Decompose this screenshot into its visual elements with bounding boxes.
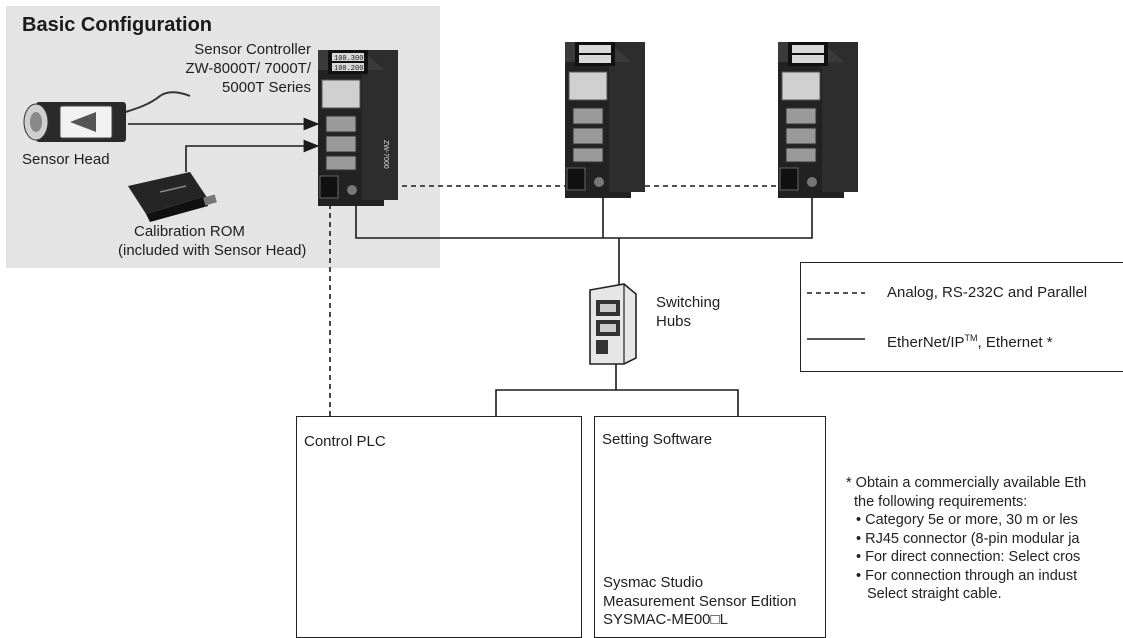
basic-configuration-title: Basic Configuration bbox=[22, 14, 213, 36]
sensor-controller-icon: 100.300 100.200 ZW-7000 bbox=[318, 50, 398, 206]
software-caption: Sysmac Studio Measurement Sensor Edition… bbox=[603, 574, 796, 630]
legend-solid-label-main: EtherNet/IP bbox=[887, 334, 965, 351]
legend-dashed-label: Analog, RS-232C and Parallel bbox=[887, 284, 1088, 301]
calibration-rom-icon bbox=[128, 172, 217, 222]
footnote-line: • For direct connection: Select cros bbox=[856, 549, 1081, 565]
calibration-rom-label-line1: Calibration ROM bbox=[134, 223, 245, 240]
hub-label-line2: Hubs bbox=[656, 313, 692, 330]
footnote-line: • For connection through an indust bbox=[856, 567, 1078, 584]
footnote: * Obtain a commercially available Eth th… bbox=[846, 474, 1086, 604]
hub-label: Switching Hubs bbox=[656, 293, 720, 331]
software-caption-line1: Sysmac Studio bbox=[603, 574, 704, 591]
software-box-title: Setting Software bbox=[602, 431, 713, 448]
svg-text:100.300: 100.300 bbox=[334, 55, 363, 63]
footnote-line: • Category 5e or more, 30 m or les bbox=[856, 512, 1078, 528]
controller-label: Sensor Controller ZW-8000T/ 7000T/ 5000T… bbox=[171, 40, 311, 97]
controller-label-line3: 5000T Series bbox=[222, 79, 311, 96]
sensor-head-label: Sensor Head bbox=[22, 151, 110, 168]
legend-solid-label: EtherNet/IPTM, Ethernet * bbox=[887, 329, 1053, 352]
ethernet-line-main bbox=[355, 178, 813, 239]
hub-label-line1: Switching bbox=[656, 294, 721, 311]
hub-branch-line bbox=[495, 362, 739, 416]
sensor-controller-icon bbox=[565, 42, 645, 198]
svg-text:100.200: 100.200 bbox=[334, 65, 363, 73]
legend-line-samples bbox=[807, 292, 865, 340]
calibration-rom-label-line2: (included with Sensor Head) bbox=[118, 242, 307, 259]
controller-label-line2: ZW-8000T/ 7000T/ bbox=[185, 60, 311, 77]
plc-box-title: Control PLC bbox=[304, 433, 386, 450]
svg-text:ZW-7000: ZW-7000 bbox=[382, 140, 389, 169]
controller-label-line1: Sensor Controller bbox=[194, 41, 311, 58]
software-caption-line3: SYSMAC-ME00□L bbox=[603, 611, 728, 628]
footnote-line: • RJ45 connector (8-pin modular ja bbox=[856, 530, 1080, 547]
footnote-line: * Obtain a commercially available Eth bbox=[846, 475, 1087, 491]
footnote-line: Select straight cable. bbox=[867, 586, 1002, 602]
switching-hub-icon bbox=[589, 283, 637, 365]
calibration-rom-cable bbox=[185, 139, 320, 172]
software-caption-line2: Measurement Sensor Edition bbox=[603, 592, 797, 610]
footnote-line: the following requirements: bbox=[854, 493, 1028, 510]
legend-solid-label-sup: TM bbox=[964, 333, 978, 343]
legend-solid-label-rest: , Ethernet * bbox=[977, 334, 1053, 351]
plc-box bbox=[296, 416, 582, 638]
sensor-controller-icon bbox=[778, 42, 858, 198]
legend: Analog, RS-232C and Parallel EtherNet/IP… bbox=[800, 262, 1123, 372]
sensor-head-icon bbox=[23, 91, 191, 142]
dashed-line-main bbox=[330, 160, 795, 187]
software-box bbox=[594, 416, 826, 638]
calibration-rom-label: Calibration ROM (included with Sensor He… bbox=[118, 222, 306, 260]
